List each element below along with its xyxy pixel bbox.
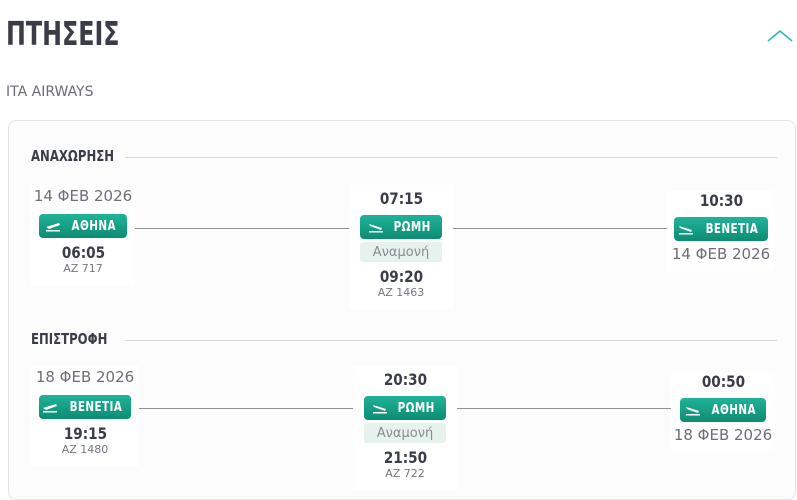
- landing-icon: [368, 224, 383, 233]
- city-name: ΡΩΜΗ: [397, 400, 435, 416]
- origin-stop: 18 ΦΕΒ 2026 ΒΕΝΕΤΙΑ 19:15 AZ 1480: [31, 366, 139, 466]
- departure-date: 18 ΦΕΒ 2026: [35, 368, 135, 386]
- city-badge: ΡΩΜΗ: [360, 215, 442, 239]
- status-badge: Αναμονή: [364, 423, 446, 443]
- route-line: [457, 408, 671, 409]
- destination-stop: 10:30 ΒΕΝΕΤΙΑ 14 ΦΕΒ 2026: [667, 191, 775, 271]
- city-name: ΑΘΗΝΑ: [711, 402, 757, 418]
- landing-icon: [679, 226, 694, 235]
- city-name: ΑΘΗΝΑ: [71, 218, 117, 234]
- flight-number: AZ 717: [63, 262, 103, 275]
- connection-stop: 20:30 ΡΩΜΗ Αναμονή 21:50 AZ 722: [353, 366, 457, 490]
- arrival-date: 18 ΦΕΒ 2026: [673, 426, 773, 444]
- section-divider: [125, 340, 777, 341]
- landing-icon: [372, 405, 387, 414]
- city-name: ΒΕΝΕΤΙΑ: [705, 221, 759, 237]
- city-name: ΒΕΝΕΤΙΑ: [69, 399, 123, 415]
- landing-icon: [686, 407, 701, 416]
- departure-time: 06:05: [61, 243, 105, 262]
- departure-time: 09:20: [379, 267, 423, 286]
- city-badge: ΑΘΗΝΑ: [39, 214, 127, 238]
- arrival-time: 20:30: [383, 370, 427, 389]
- city-badge: ΑΘΗΝΑ: [680, 398, 766, 422]
- connection-stop: 07:15 ΡΩΜΗ Αναμονή 09:20 AZ 1463: [349, 185, 453, 309]
- city-badge: ΒΕΝΕΤΙΑ: [39, 395, 131, 419]
- arrival-time: 10:30: [699, 191, 743, 210]
- origin-stop: 14 ΦΕΒ 2026 ΑΘΗΝΑ 06:05 AZ 717: [31, 185, 135, 285]
- takeoff-icon: [43, 404, 58, 413]
- flight-number: AZ 1463: [377, 286, 425, 299]
- city-badge: ΒΕΝΕΤΙΑ: [674, 217, 768, 241]
- status-badge: Αναμονή: [360, 242, 442, 262]
- city-name: ΡΩΜΗ: [393, 219, 431, 235]
- return-label: ΕΠΙΣΤΡΟΦΗ: [31, 330, 108, 348]
- route-line: [453, 228, 667, 229]
- city-badge: ΡΩΜΗ: [364, 396, 446, 420]
- itinerary-card: ΑΝΑΧΩΡΗΣΗ 14 ΦΕΒ 2026 ΑΘΗΝΑ 06:05 AZ 717…: [8, 120, 796, 500]
- arrival-time: 00:50: [701, 372, 745, 391]
- arrival-date: 14 ΦΕΒ 2026: [671, 245, 771, 263]
- page-title: ΠΤΗΣΕΙΣ: [6, 14, 120, 53]
- takeoff-icon: [46, 223, 61, 232]
- section-divider: [125, 157, 777, 158]
- departure-time: 19:15: [63, 424, 107, 443]
- chevron-up-icon[interactable]: [765, 26, 795, 46]
- airline-name: ITA AIRWAYS: [6, 84, 94, 100]
- collapse-button[interactable]: [765, 26, 795, 46]
- flight-number: AZ 1480: [61, 443, 109, 456]
- arrival-time: 07:15: [379, 189, 423, 208]
- flight-number: AZ 722: [385, 467, 425, 480]
- route-line: [139, 408, 353, 409]
- outbound-label: ΑΝΑΧΩΡΗΣΗ: [31, 147, 115, 165]
- destination-stop: 00:50 ΑΘΗΝΑ 18 ΦΕΒ 2026: [671, 372, 775, 452]
- departure-date: 14 ΦΕΒ 2026: [33, 187, 133, 205]
- departure-time: 21:50: [383, 448, 427, 467]
- route-line: [135, 228, 349, 229]
